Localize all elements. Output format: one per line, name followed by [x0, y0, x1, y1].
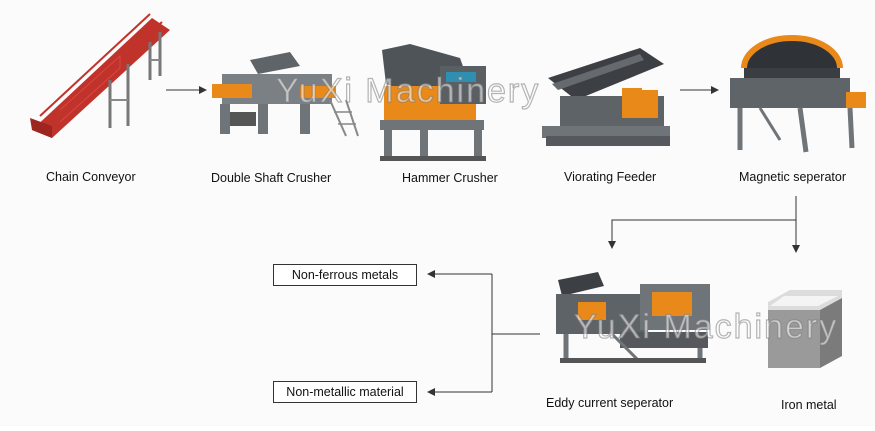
flow-arrows [166, 86, 800, 396]
vibrating-feeder-machine [542, 48, 670, 146]
label-chain-conveyor: Chain Conveyor [46, 170, 136, 184]
watermark-top: YuXi Machinery [275, 71, 541, 110]
magnetic-separator-machine [730, 35, 866, 153]
label-double-shaft-crusher: Double Shaft Crusher [211, 171, 332, 185]
label-iron-metal: Iron metal [781, 398, 837, 412]
hammer-crusher-machine [380, 44, 486, 161]
arrow-magnetic-to-eddy [608, 196, 797, 249]
output-non-metallic-material: Non-metallic material [273, 381, 417, 403]
eddy-current-separator-machine [556, 272, 710, 364]
label-magnetic-separator: Magnetic seperator [739, 170, 847, 184]
label-eddy-current-separator: Eddy current seperator [546, 396, 674, 410]
chain-conveyor-machine [30, 13, 170, 138]
double-shaft-crusher-machine [212, 52, 359, 137]
output-non-ferrous-metals: Non-ferrous metals [273, 264, 417, 286]
watermark-bottom: YuXi Machinery [573, 307, 839, 346]
label-vibrating-feeder: Viorating Feeder [564, 170, 657, 184]
label-hammer-crusher: Hammer Crusher [402, 171, 498, 185]
iron-metal-cube [768, 290, 842, 368]
